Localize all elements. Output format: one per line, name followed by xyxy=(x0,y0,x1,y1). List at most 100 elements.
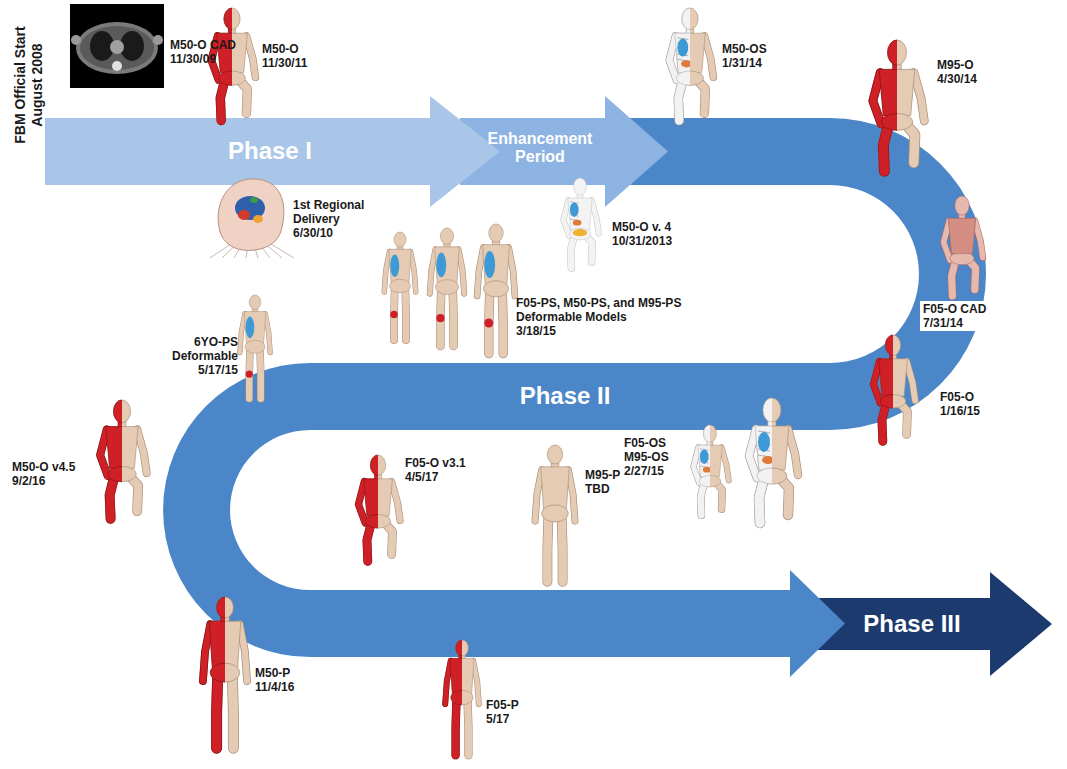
phase-label: Phase I xyxy=(228,137,312,165)
drawing-part xyxy=(452,701,460,755)
drawing-part xyxy=(265,314,270,353)
drawing-part xyxy=(763,398,772,422)
drawing-part xyxy=(678,80,683,121)
drawing-part xyxy=(955,196,969,215)
drawing-part xyxy=(240,314,245,353)
drawing-part xyxy=(217,677,218,748)
human-model-figure xyxy=(944,196,983,296)
drawing-part xyxy=(219,71,233,85)
drawing-part xyxy=(367,523,371,561)
drawing-part xyxy=(365,515,378,529)
drawing-part xyxy=(535,470,542,521)
human-model-figure xyxy=(563,178,598,268)
drawing-part xyxy=(436,290,445,346)
drawing-part xyxy=(701,483,705,515)
drawing-part xyxy=(484,292,494,353)
drawing-part xyxy=(571,236,575,268)
model-label: 2/27/15 xyxy=(624,464,669,478)
phase-band-shape xyxy=(163,118,986,677)
drawing-part xyxy=(402,289,410,340)
drawing-part xyxy=(477,247,483,296)
drawing-part xyxy=(574,178,587,195)
drawing-part xyxy=(704,425,710,442)
drawing-part xyxy=(699,475,710,487)
drawing-part xyxy=(484,319,493,328)
drawing-part xyxy=(722,447,729,480)
drawing-part xyxy=(541,467,570,510)
label-group: M50-O v4.59/2/16 xyxy=(12,460,75,488)
drawing-part xyxy=(509,247,515,296)
ct-scan-image xyxy=(70,4,164,88)
drawing-part xyxy=(948,218,975,253)
drawing-part xyxy=(701,483,705,515)
drawing-part xyxy=(390,255,399,319)
human-model-figure xyxy=(445,640,479,755)
drawing-part xyxy=(220,80,225,121)
drawing-part xyxy=(239,80,247,113)
drawing-part xyxy=(458,249,464,293)
drawing-part xyxy=(445,661,451,704)
drawing-part xyxy=(367,523,371,561)
drawing-part xyxy=(568,470,575,521)
drawing-part xyxy=(677,71,704,85)
drawing-part xyxy=(203,624,210,681)
drawing-part xyxy=(130,476,139,511)
drawing-part xyxy=(473,661,479,704)
drawing-part xyxy=(885,335,893,355)
drawing-part xyxy=(246,371,253,378)
drawing-part xyxy=(385,523,393,554)
drawing-part xyxy=(240,624,247,681)
drawing-part xyxy=(701,483,705,515)
drawing-part xyxy=(900,403,908,434)
phase-arrow: Phase I xyxy=(228,137,312,165)
label-group: M50-O v. 410/31/2013 xyxy=(612,220,672,248)
label-group: M50-O CAD11/30/09 xyxy=(170,38,236,66)
drawing-part xyxy=(873,335,893,441)
drawing-part xyxy=(203,624,210,681)
drawing-part xyxy=(451,701,460,755)
drawing-part xyxy=(557,517,566,582)
drawing-part xyxy=(557,517,568,582)
model-label: 1/31/14 xyxy=(722,56,767,70)
human-model-figure xyxy=(669,8,713,121)
drawing-part xyxy=(390,311,398,319)
drawing-part xyxy=(450,658,462,694)
drawing-part xyxy=(384,252,389,293)
model-label: 1/16/15 xyxy=(940,404,980,418)
model-label: M50-O CAD xyxy=(170,38,236,52)
drawing-part xyxy=(678,80,683,121)
drawing-part xyxy=(483,245,510,286)
drawing-part xyxy=(757,468,772,484)
drawing-part xyxy=(370,455,378,475)
model-label: 7/31/14 xyxy=(923,316,986,330)
drawing-part xyxy=(106,427,122,469)
drawing-part xyxy=(445,640,462,755)
phase-arrow-shape xyxy=(815,572,1052,676)
human-model-figure xyxy=(211,8,255,121)
label-group: M50-O11/30/11 xyxy=(262,42,307,70)
model-label: M95-P xyxy=(585,468,620,482)
drawing-part xyxy=(436,280,459,295)
drawing-part xyxy=(716,483,722,510)
drawing-part xyxy=(703,467,710,473)
model-label: F05-O v3.1 xyxy=(405,456,466,470)
drawing-part xyxy=(883,124,888,171)
drawing-part xyxy=(485,292,494,353)
drawing-part xyxy=(879,359,893,396)
drawing-part xyxy=(257,350,264,399)
drawing-part xyxy=(699,475,721,487)
drawing-part xyxy=(218,179,284,251)
drawing-part xyxy=(246,317,255,339)
drawing-part xyxy=(968,260,975,290)
label-group: 1st Regional Delivery6/30/10 xyxy=(293,198,385,240)
drawing-part xyxy=(108,467,122,482)
drawing-part xyxy=(882,403,886,441)
human-model-figure xyxy=(384,232,416,340)
drawing-part xyxy=(693,425,710,515)
start-date-label: FBM Official Start xyxy=(12,10,29,160)
drawing-part xyxy=(392,481,401,520)
drawing-part xyxy=(367,523,371,561)
drawing-part xyxy=(445,661,451,704)
model-label: M50-P xyxy=(255,666,294,680)
drawing-part xyxy=(905,124,914,163)
